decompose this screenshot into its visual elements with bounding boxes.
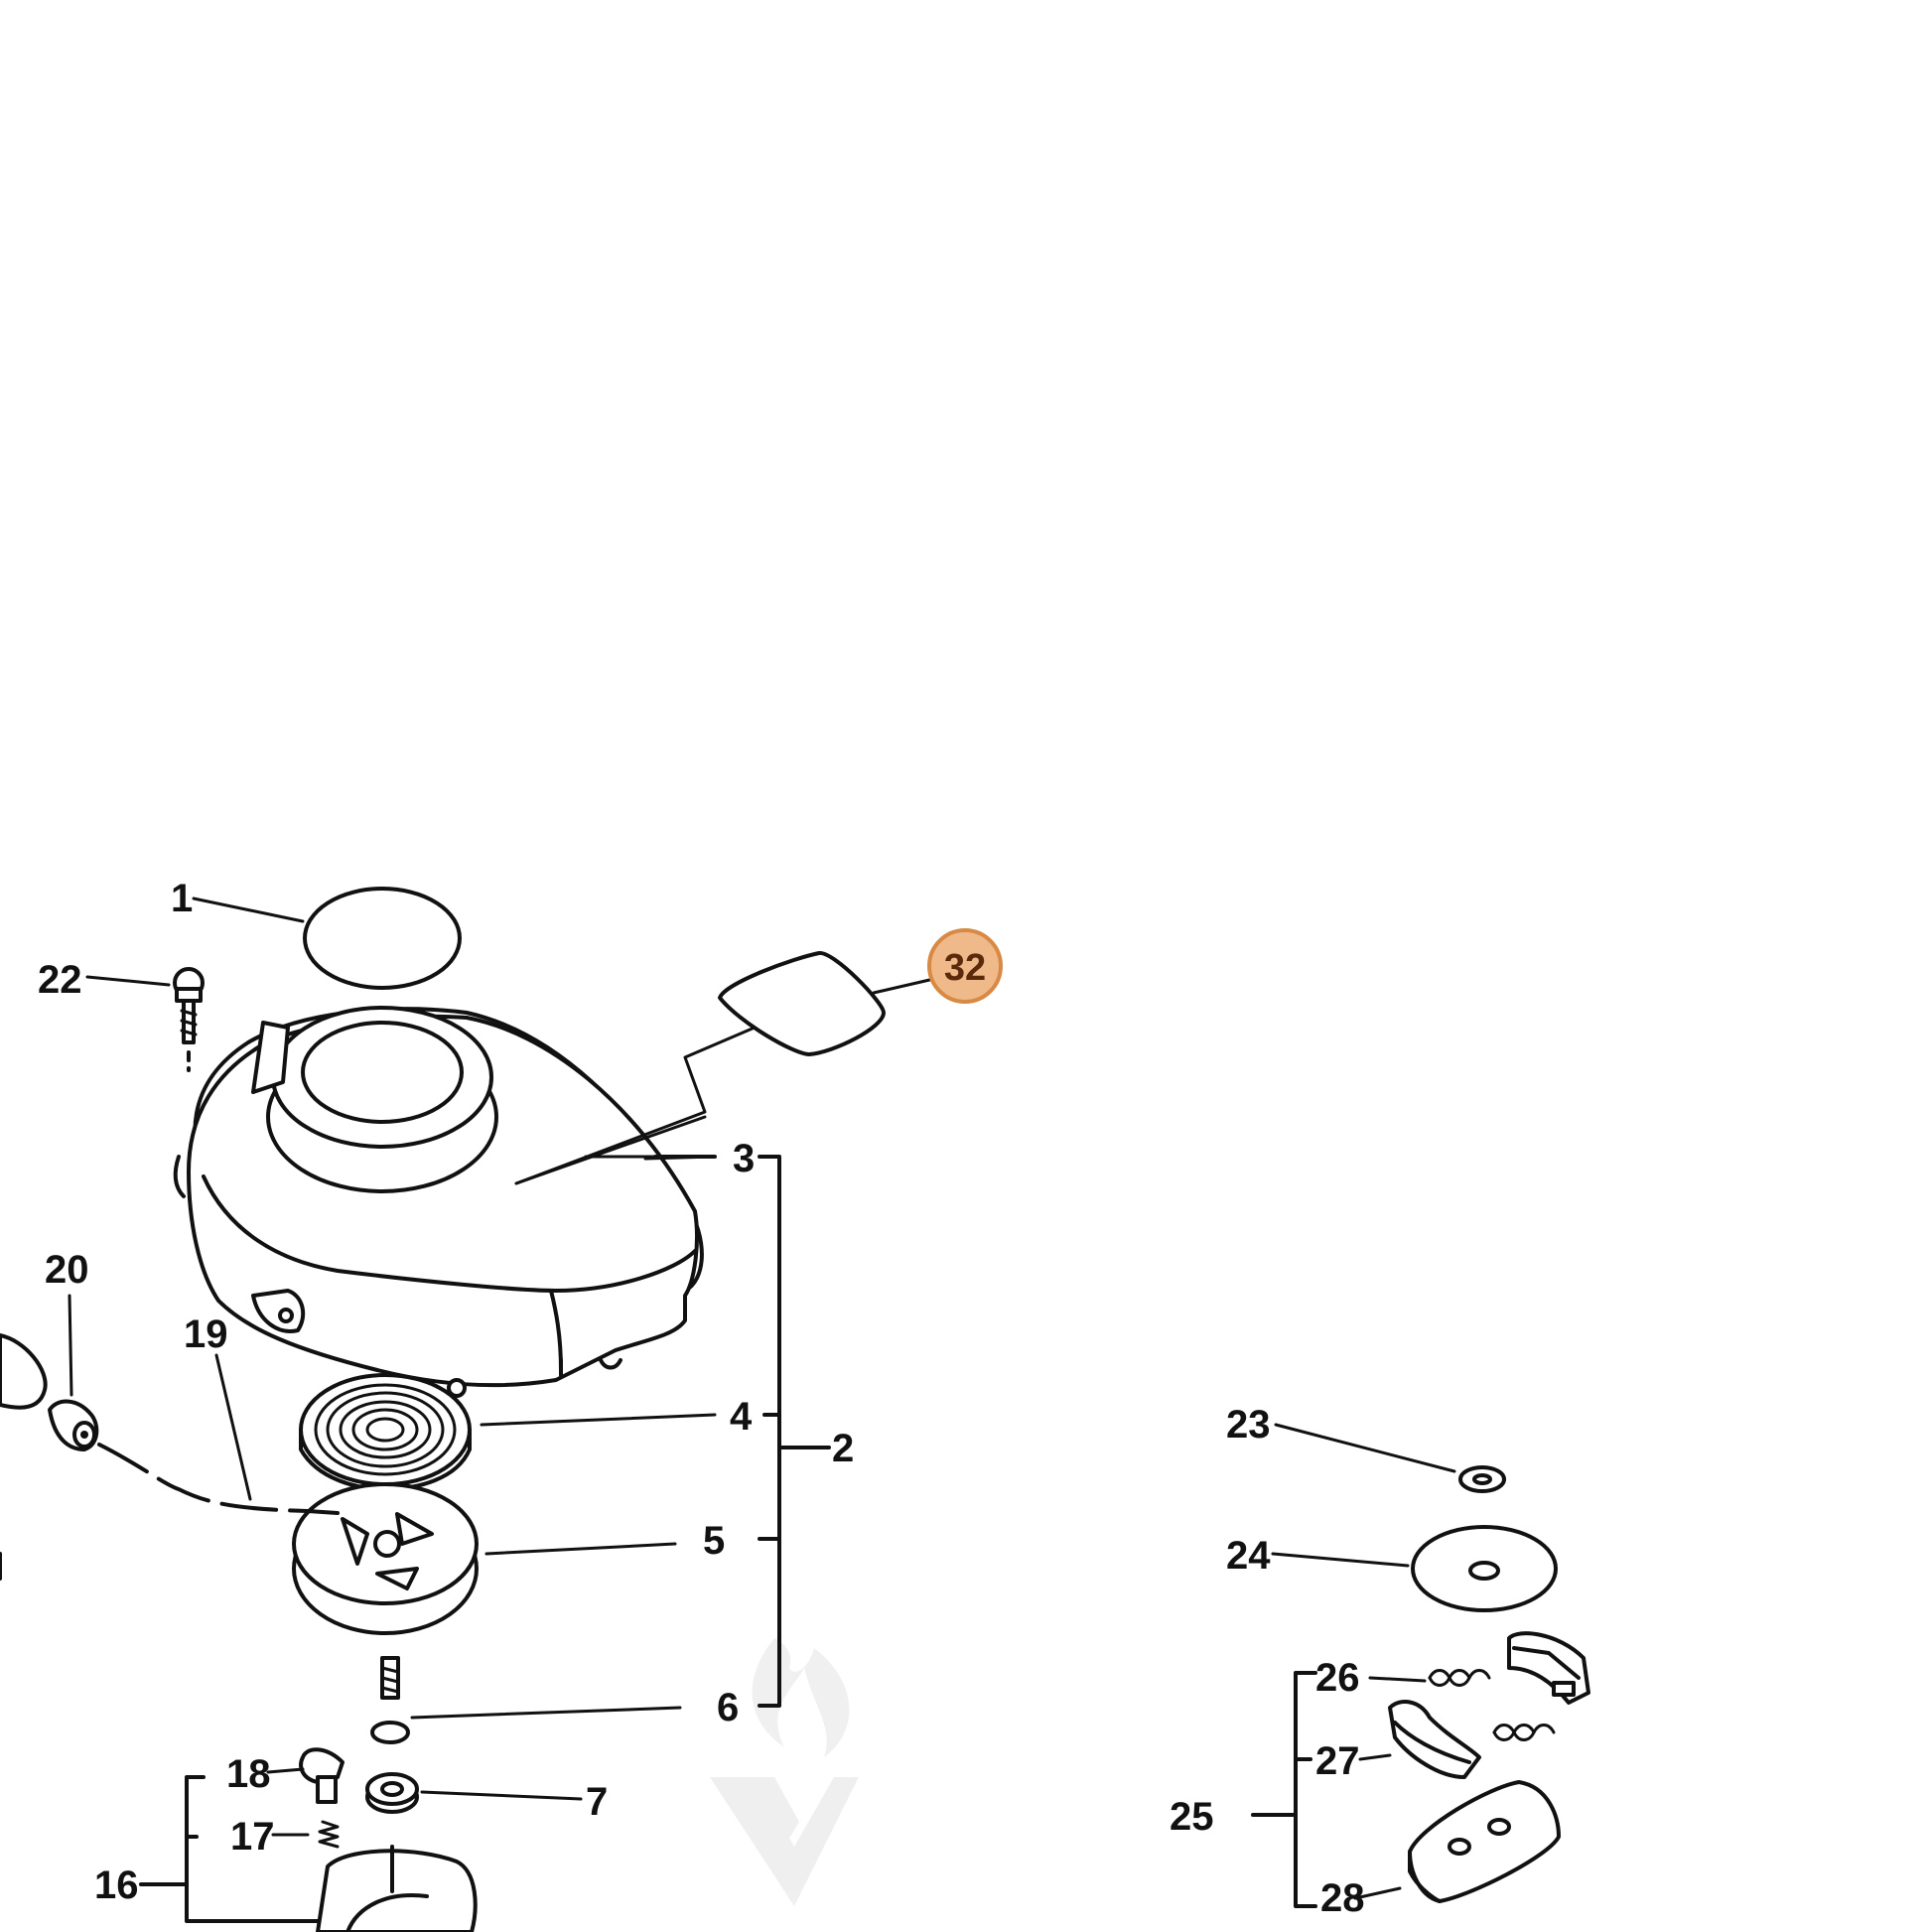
part-6-bolt <box>370 1656 410 1744</box>
leader-22 <box>85 975 171 987</box>
callout-18: 18 <box>226 1752 271 1796</box>
leader-32-zigzag <box>514 1026 757 1185</box>
part-26-shoe <box>1507 1631 1590 1705</box>
callout-6: 6 <box>717 1686 739 1729</box>
part-5-pulley <box>292 1482 479 1635</box>
part-4-spring <box>299 1373 472 1491</box>
part-24-washer <box>1411 1525 1558 1612</box>
part-18-pawl <box>299 1747 345 1804</box>
leader-28 <box>1353 1886 1402 1900</box>
leader-1 <box>192 897 305 923</box>
callout-22: 22 <box>38 958 82 1002</box>
part-22-screw <box>173 967 205 1044</box>
callout-4: 4 <box>730 1395 753 1439</box>
callout-26: 26 <box>1315 1656 1360 1700</box>
leader-18 <box>266 1767 305 1774</box>
part-20-grip <box>48 1399 99 1451</box>
bracket-2 <box>758 1155 781 1708</box>
callout-24: 24 <box>1226 1534 1271 1578</box>
callout-32: 32 <box>944 947 986 989</box>
leader-20 <box>68 1294 73 1397</box>
watermark-logo <box>710 1638 859 1906</box>
callout-20: 20 <box>45 1248 89 1292</box>
part-32-plate <box>718 951 886 1056</box>
leader-6 <box>410 1706 682 1720</box>
leader-32 <box>872 976 940 995</box>
partial-handle <box>0 1333 48 1410</box>
callout-28: 28 <box>1320 1876 1365 1920</box>
part-19-rope <box>97 1443 340 1515</box>
callout-7: 7 <box>586 1780 608 1824</box>
leader-19 <box>214 1353 252 1501</box>
callout-27: 27 <box>1315 1739 1360 1783</box>
callout-23: 23 <box>1226 1403 1271 1447</box>
part-28-plate <box>1408 1780 1561 1903</box>
bracket-16 <box>185 1775 320 1923</box>
callout-25: 25 <box>1170 1795 1214 1839</box>
callout-32-badge[interactable] <box>927 928 1003 1004</box>
part-16-ratchet <box>316 1845 478 1932</box>
leader-24 <box>1271 1552 1410 1568</box>
leader-7 <box>420 1790 583 1801</box>
callout-1: 1 <box>171 877 193 920</box>
part-3-housing <box>173 1006 704 1388</box>
leader-23 <box>1274 1423 1456 1473</box>
callout-16: 16 <box>94 1863 139 1907</box>
callout-32-highlight[interactable]: 32 <box>927 928 1003 1004</box>
part-23-washer <box>1458 1465 1506 1493</box>
leader-4 <box>480 1413 717 1427</box>
leader-27 <box>1358 1753 1392 1761</box>
part-17-spring <box>318 1820 340 1849</box>
leader-5 <box>484 1542 677 1556</box>
part-27-shoe <box>1388 1700 1481 1779</box>
callout-3: 3 <box>733 1137 755 1180</box>
callout-19: 19 <box>184 1312 228 1356</box>
part-7-nut <box>365 1772 419 1814</box>
leader-26 <box>1368 1676 1427 1683</box>
callout-17: 17 <box>230 1815 275 1859</box>
part-1-disc <box>303 887 462 990</box>
part-26-springs <box>1428 1669 1556 1741</box>
callout-2: 2 <box>832 1427 854 1470</box>
bracket-25 <box>1294 1671 1317 1908</box>
callout-5: 5 <box>703 1519 725 1563</box>
